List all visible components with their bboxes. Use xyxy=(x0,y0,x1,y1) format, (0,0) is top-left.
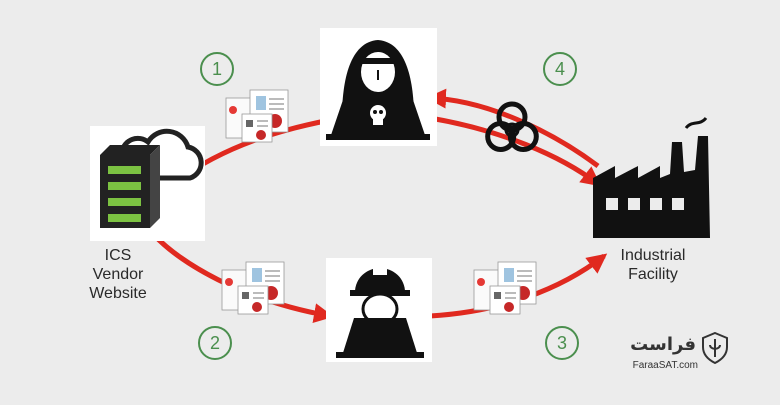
arrow-facility-to-hacker xyxy=(426,88,600,169)
step-2-badge: 2 xyxy=(198,326,232,360)
arrow-hacker-to-facility xyxy=(429,115,602,187)
vendor-label-line-3: Website xyxy=(89,285,147,302)
brand-domain: FaraaSAT.com xyxy=(632,360,698,371)
hacker-laptop-icon xyxy=(320,28,437,146)
industrial-facility-label: Industrial Facility xyxy=(598,246,708,284)
cloud-server-icon xyxy=(90,126,205,241)
brand-logo: فراست FaraaSAT.com xyxy=(626,330,736,380)
vendor-website-label: ICS Vendor Website xyxy=(78,246,158,303)
step-4-badge: 4 xyxy=(543,52,577,86)
infected-document-icon-2 xyxy=(221,261,285,315)
step-3-badge: 3 xyxy=(545,326,579,360)
shield-icon xyxy=(702,332,728,364)
arrow-vendor-to-engineer xyxy=(153,234,334,324)
factory-icon xyxy=(593,116,710,238)
step-1-badge: 1 xyxy=(200,52,234,86)
vendor-label-line-2: Vendor xyxy=(92,266,144,283)
facility-label-line-2: Facility xyxy=(628,266,678,283)
vendor-label-line-1: ICS xyxy=(104,247,132,264)
infected-document-icon-3 xyxy=(473,261,537,315)
brand-name: فراست xyxy=(630,334,696,355)
facility-label-line-1: Industrial xyxy=(620,247,686,264)
engineer-laptop-icon xyxy=(326,258,432,362)
